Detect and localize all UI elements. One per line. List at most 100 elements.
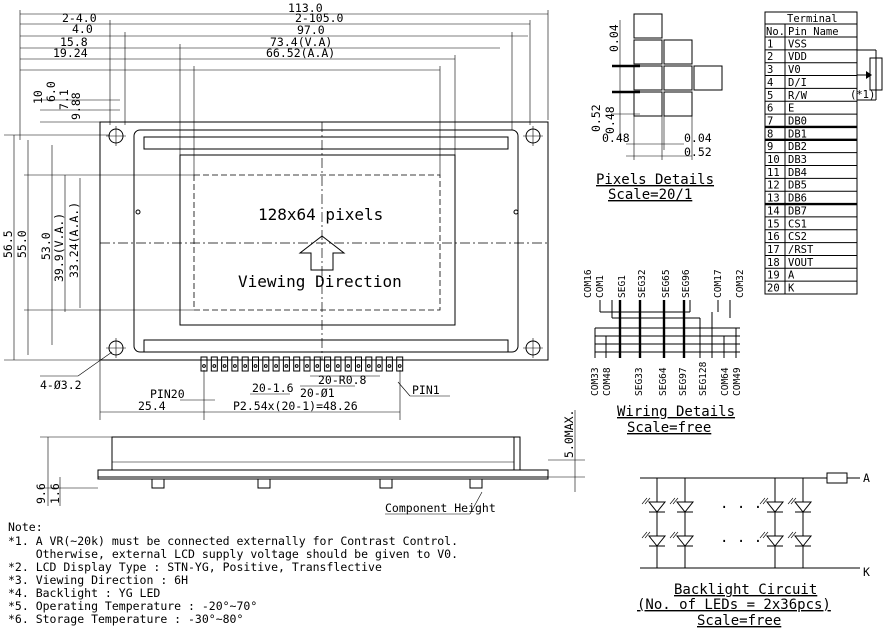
led-dots-lower: · · · · <box>720 534 779 550</box>
terminal-pin-name: R/W <box>788 90 808 102</box>
pin <box>313 356 321 372</box>
pin-hole <box>305 364 309 368</box>
terminal-pin-name: K <box>788 283 795 295</box>
note-line: Otherwise, external LCD supply voltage s… <box>8 547 458 561</box>
dim-2-4: 2-4.0 <box>62 11 97 25</box>
dim-55: 55.0 <box>15 230 29 258</box>
pitch-label: P2.54x(20-1)=48.26 <box>233 399 358 413</box>
dim-9-88: 9.88 <box>69 92 83 120</box>
terminal-pin-no: 14 <box>767 205 780 217</box>
pin-hole <box>336 364 340 368</box>
terminal-pin-no: 16 <box>767 231 780 243</box>
dim-19-24: 19.24 <box>53 46 88 60</box>
wiring-bottom-label: SEG97 <box>678 367 689 396</box>
pin <box>210 356 218 372</box>
pin-hole <box>284 364 289 368</box>
notes-heading: Note: <box>8 520 43 534</box>
note-line: *5. Operating Temperature : -20°~70° <box>8 599 257 613</box>
pixel-details-scale: Scale=20/1 <box>608 187 692 203</box>
note-line: *1. A VR(~20k) must be connected externa… <box>8 534 458 548</box>
dim-2-105: 2-105.0 <box>295 11 344 25</box>
dim-73-4: 73.4(V.A) <box>270 35 332 49</box>
wiring-bottom-label: COM33 <box>590 367 601 396</box>
dim-6: 6.0 <box>44 81 58 102</box>
pin <box>221 356 229 372</box>
left-dimensions: 10 6.0 7.1 9.88 56.5 55.0 53.0 39.9(V.A.… <box>1 81 194 361</box>
terminal-pin-no: 8 <box>767 128 773 140</box>
terminal-pin-no: 4 <box>767 77 773 89</box>
pin-hole <box>294 364 299 368</box>
side-h1-label: 9.6 <box>34 483 48 504</box>
wiring-bottom-label: SEG64 <box>658 367 669 396</box>
top-dimensions: 113.0 2-105.0 2-4.0 4.0 97.0 15.8 73.4(V… <box>19 1 549 175</box>
pin-hole <box>325 364 330 368</box>
pixel-dim-0-52b: 0.52 <box>684 145 712 159</box>
terminal-pin-name: DB2 <box>788 141 807 153</box>
led-icon <box>765 535 785 547</box>
wiring-top-label: COM1 <box>595 275 606 298</box>
dim-33-24: 33.24(A.A.) <box>67 202 81 278</box>
pin-hole <box>202 364 206 368</box>
terminal-col-no: No. <box>766 26 785 38</box>
terminal-pin-no: 3 <box>767 64 773 76</box>
terminal-pin-name: VSS <box>788 38 807 50</box>
dim-10: 10 <box>31 90 45 104</box>
pin <box>365 356 373 372</box>
terminal-pin-no: 15 <box>767 218 780 230</box>
pin20-label: PIN20 <box>150 387 185 401</box>
terminal-pin-no: 18 <box>767 257 780 269</box>
pin-width-label: 20-1.6 <box>252 381 294 395</box>
backlight-scale: Scale=free <box>697 613 781 629</box>
terminal-pin-no: 13 <box>767 193 780 205</box>
terminal-pin-no: 20 <box>767 283 780 295</box>
dim-7-1: 7.1 <box>57 89 71 110</box>
anode-label: A <box>863 471 870 485</box>
terminal-pin-no: 11 <box>767 167 780 179</box>
cathode-label: K <box>863 565 870 579</box>
terminal-pin-no: 12 <box>767 180 780 192</box>
terminal-pin-no: 7 <box>767 115 773 127</box>
pin1-label: PIN1 <box>412 383 440 397</box>
led-icon <box>765 501 785 513</box>
pin-radius-label: 20-R0.8 <box>318 373 367 387</box>
terminal-pin-name: V0 <box>788 64 801 76</box>
pixel-dim-0-04b: 0.04 <box>684 131 712 145</box>
note-line: *6. Storage Temperature : -30°~80° <box>8 612 243 626</box>
pin <box>231 356 239 372</box>
pin-hole <box>387 364 392 368</box>
pin <box>252 356 259 372</box>
pin-hole <box>253 364 258 368</box>
wiring-bottom-label: SEG128 <box>698 361 709 396</box>
pin-hole <box>397 364 402 368</box>
pin-hole <box>346 364 351 368</box>
dim-25-4: 25.4 <box>138 399 166 413</box>
pin <box>262 356 270 372</box>
pin <box>396 356 404 372</box>
terminal-pin-name: CS2 <box>788 231 807 243</box>
pixel-dim-0-48b: 0.48 <box>602 131 630 145</box>
pixel-details-title: Pixels Details <box>596 172 714 188</box>
wiring-scale: Scale=free <box>627 420 711 436</box>
pin-hole <box>233 364 237 368</box>
module-front-view: 128x64 pixels Viewing Direction <box>99 121 549 361</box>
pin <box>344 356 352 372</box>
terminal-pin-name: CS1 <box>788 218 807 230</box>
pixel-details: 0.04 0.52 0.48 0.48 0.04 0.52 Pixels Det… <box>589 13 723 203</box>
wiring-bottom-label: COM49 <box>732 367 743 396</box>
pixel-dim-0-48a: 0.48 <box>603 106 617 134</box>
pin-hole <box>243 364 248 368</box>
pin <box>282 356 290 372</box>
viewing-direction-label: Viewing Direction <box>238 272 402 291</box>
terminal-pin-name: D/I <box>788 77 807 89</box>
side-view: 5.0MAX. 9.6 1.6 Component Height <box>34 410 585 515</box>
led-icon <box>647 501 667 513</box>
terminal-note: (*1) <box>850 89 875 101</box>
pin-hole <box>315 364 320 368</box>
wiring-bottom-label: COM64 <box>720 367 731 396</box>
dim-53: 53.0 <box>39 232 53 260</box>
wiring-top-label: SEG65 <box>661 269 672 298</box>
dim-97: 97.0 <box>297 23 325 37</box>
terminal-pin-no: 17 <box>767 244 780 256</box>
